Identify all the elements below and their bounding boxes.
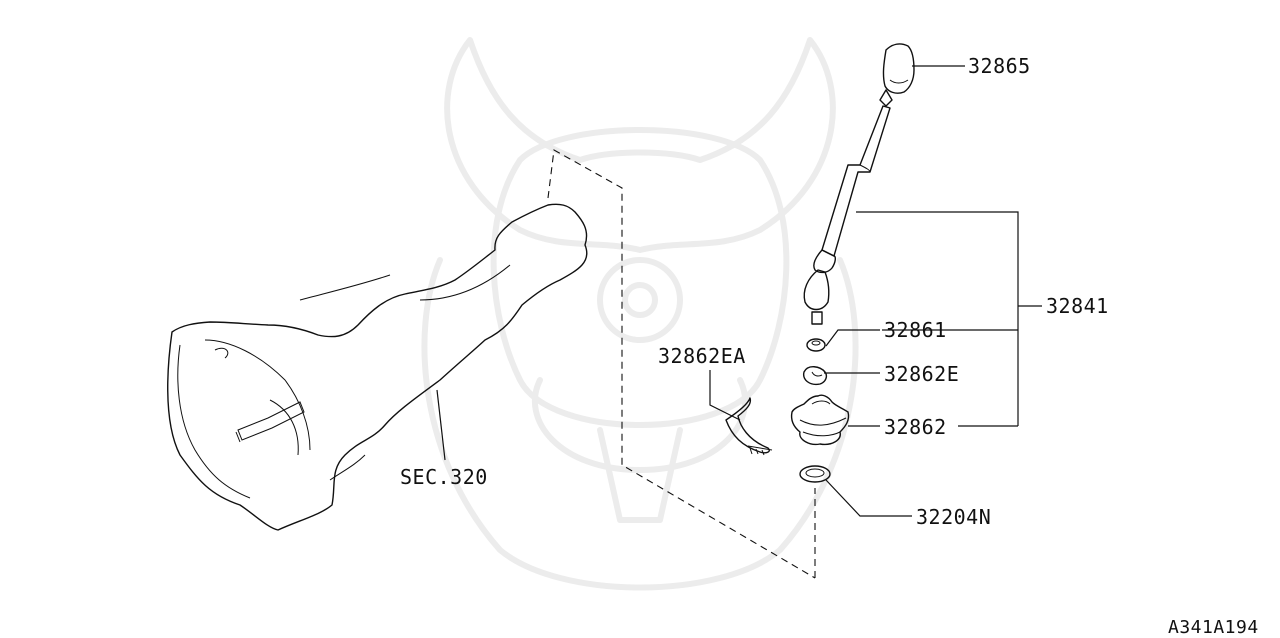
shift-boot[interactable] bbox=[790, 394, 850, 446]
leader-lines bbox=[436, 65, 1042, 517]
clip-e[interactable] bbox=[803, 366, 828, 386]
label-32862ea: 32862EA bbox=[658, 344, 746, 368]
label-32204n: 32204N bbox=[916, 505, 991, 529]
label-32865: 32865 bbox=[968, 54, 1031, 78]
clamp[interactable] bbox=[725, 397, 773, 456]
transmission-housing[interactable] bbox=[167, 203, 588, 531]
label-32861: 32861 bbox=[884, 318, 947, 342]
label-32862e: 32862E bbox=[884, 362, 959, 386]
diagram-code: A341A194 bbox=[1168, 617, 1259, 638]
snap-ring[interactable] bbox=[799, 465, 831, 483]
shift-knob[interactable] bbox=[882, 43, 915, 94]
alignment-lines bbox=[547, 149, 816, 579]
shift-lever[interactable] bbox=[803, 89, 893, 325]
bushing[interactable] bbox=[806, 338, 826, 352]
label-sec-320: SEC.320 bbox=[400, 465, 488, 489]
label-32841: 32841 bbox=[1046, 294, 1109, 318]
watermark-emblem-icon bbox=[421, 37, 859, 591]
label-32862: 32862 bbox=[884, 415, 947, 439]
